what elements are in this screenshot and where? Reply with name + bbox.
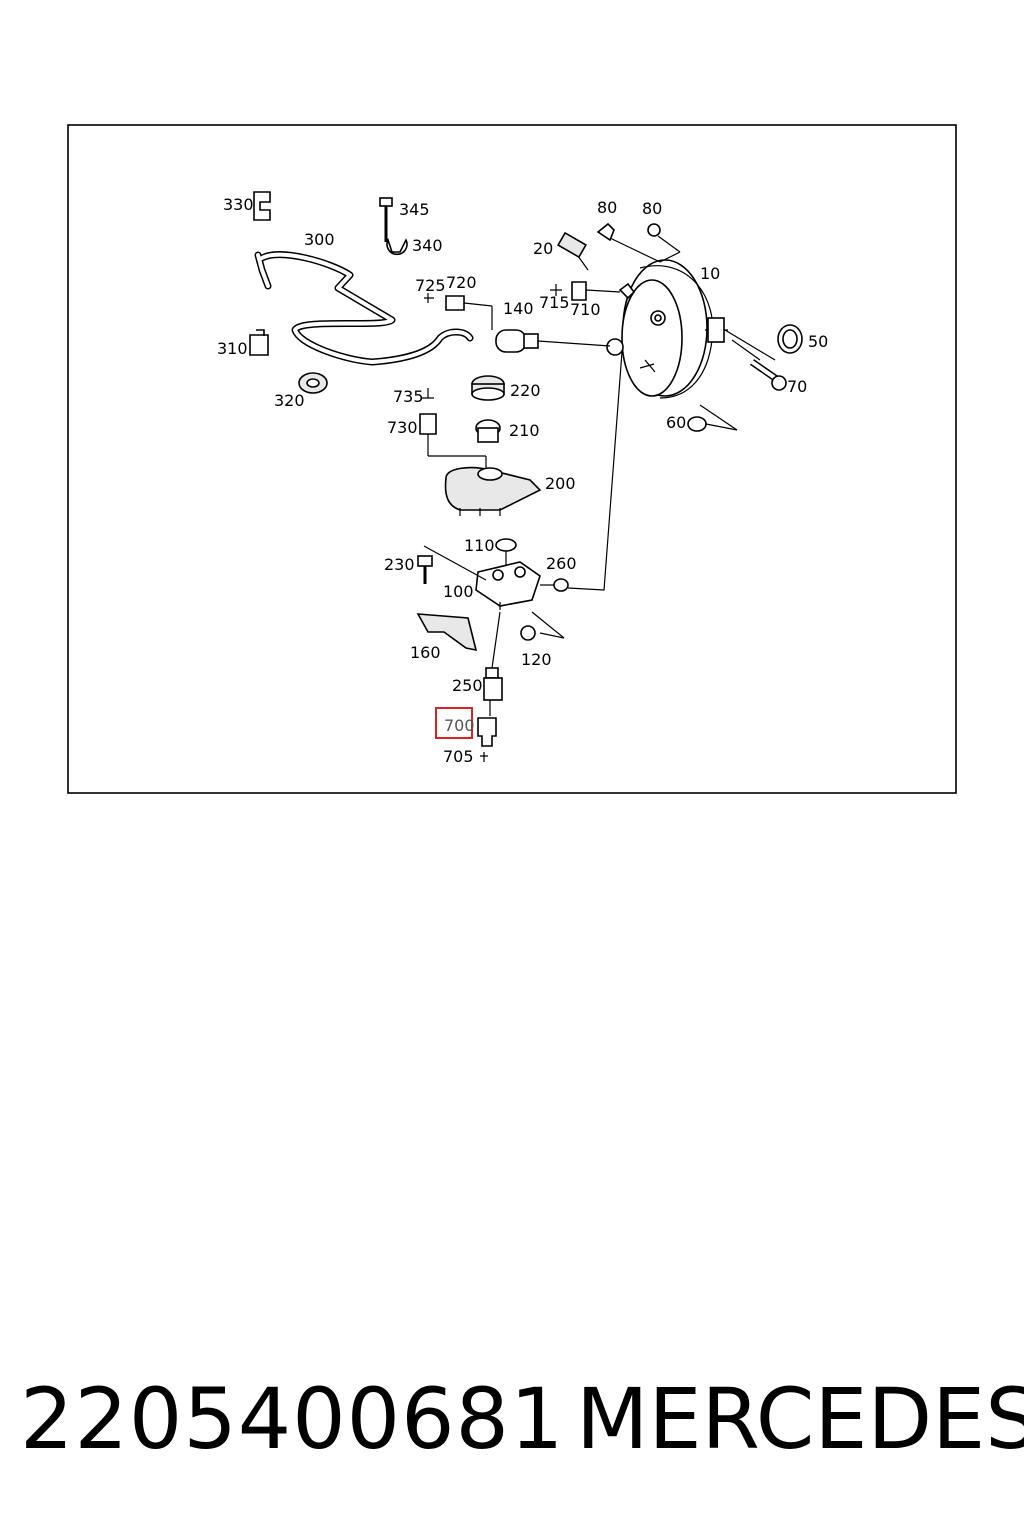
callout-340: 340 — [412, 236, 443, 255]
callout-10: 10 — [700, 264, 720, 283]
callout-330: 330 — [223, 195, 254, 214]
part-footer: 2205400681 MERCEDES — [0, 1370, 1024, 1480]
booster-studs — [724, 329, 776, 361]
callout-80a: 80 — [597, 198, 617, 217]
callout-320: 320 — [274, 391, 305, 410]
bolt-230[interactable] — [417, 545, 487, 584]
pin-725[interactable] — [424, 293, 434, 303]
vacuum-hose-300[interactable] — [254, 251, 474, 366]
screw-345[interactable] — [379, 197, 393, 242]
connector-700[interactable] — [477, 717, 497, 747]
seal-260[interactable] — [540, 351, 623, 592]
callout-60: 60 — [666, 413, 686, 432]
pin-705[interactable] — [480, 752, 488, 762]
diagram-border — [67, 124, 957, 794]
callout-310: 310 — [217, 339, 248, 358]
nut-120[interactable] — [520, 611, 565, 641]
callout-110: 110 — [464, 536, 495, 555]
connector-730[interactable] — [419, 413, 487, 470]
master-cylinder-100[interactable] — [475, 561, 541, 610]
callout-200: 200 — [545, 474, 576, 493]
callout-210: 210 — [509, 421, 540, 440]
callout-730: 730 — [387, 418, 418, 437]
part-number: 2205400681 — [20, 1370, 565, 1468]
callout-80b: 80 — [642, 199, 662, 218]
bracket-160[interactable] — [416, 613, 478, 652]
callout-735: 735 — [393, 387, 424, 406]
nut-80b[interactable] — [647, 223, 681, 263]
callout-230: 230 — [384, 555, 415, 574]
plug-60[interactable] — [687, 404, 738, 432]
callout-70: 70 — [787, 377, 807, 396]
callout-725: 725 — [415, 276, 446, 295]
callout-700: 700 — [444, 716, 475, 735]
connector-710[interactable] — [571, 281, 621, 301]
bracket-80a[interactable] — [596, 222, 661, 263]
seal-110[interactable] — [495, 538, 517, 565]
pin-70[interactable] — [750, 359, 787, 391]
callout-160: 160 — [410, 643, 441, 662]
callout-20: 20 — [533, 239, 553, 258]
bolt-20[interactable] — [557, 231, 589, 271]
callout-720: 720 — [446, 273, 477, 292]
parts-diagram: 330 345 300 340 80 80 20 10 725 720 140 … — [67, 124, 957, 794]
clip-310[interactable] — [249, 329, 269, 356]
cap-220[interactable] — [471, 375, 505, 401]
callout-705: 705 — [443, 747, 474, 766]
callout-140: 140 — [503, 299, 534, 318]
callout-labels: 330 345 300 340 80 80 20 10 725 720 140 … — [217, 195, 828, 766]
brand-name: MERCEDES — [576, 1370, 1024, 1468]
o-ring-50[interactable] — [777, 324, 803, 354]
callout-50: 50 — [808, 332, 828, 351]
exploded-view-drawing: 330 345 300 340 80 80 20 10 725 720 140 … — [67, 124, 957, 794]
callout-300: 300 — [304, 230, 335, 249]
fluid-reservoir-200[interactable] — [444, 466, 542, 516]
pin-715[interactable] — [550, 284, 562, 296]
callout-220: 220 — [510, 381, 541, 400]
pressure-sensor-140[interactable] — [495, 329, 611, 353]
callout-345: 345 — [399, 200, 430, 219]
callout-highlight-box — [435, 707, 473, 739]
brake-booster[interactable] — [606, 259, 728, 399]
callout-710: 710 — [570, 300, 601, 319]
callout-715: 715 — [539, 293, 570, 312]
clamp-340[interactable] — [386, 237, 408, 256]
callout-260: 260 — [546, 554, 577, 573]
pin-735[interactable] — [422, 388, 434, 399]
clip-330[interactable] — [253, 191, 271, 221]
connector-720[interactable] — [445, 295, 493, 330]
sensor-250[interactable] — [483, 611, 503, 716]
strainer-210[interactable] — [475, 419, 501, 443]
callout-100: 100 — [443, 582, 474, 601]
callout-250: 250 — [452, 676, 483, 695]
grommet-320[interactable] — [298, 372, 328, 394]
callout-120: 120 — [521, 650, 552, 669]
